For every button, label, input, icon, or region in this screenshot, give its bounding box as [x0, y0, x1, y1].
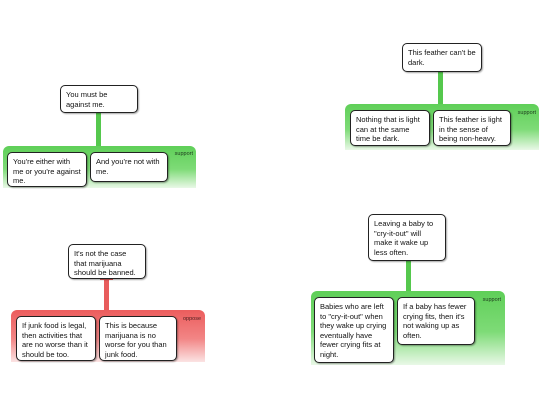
premise-box[interactable]: You're either with me or you're against …: [7, 152, 87, 187]
premise-box[interactable]: This feather is light in the sense of be…: [433, 110, 511, 146]
relation-label: support: [482, 297, 501, 303]
premise-box[interactable]: Nothing that is light can at the same ti…: [350, 110, 430, 146]
claim-box[interactable]: You must be against me.: [60, 85, 138, 113]
premise-text: This is because marijuana is no worse fo…: [105, 321, 167, 359]
claim-text: It's not the case that marijuana should …: [74, 249, 136, 278]
oppose-connector-cap: [100, 278, 113, 280]
premise-text: If junk food is legal, then activities t…: [22, 321, 88, 359]
premise-box[interactable]: Babies who are left to "cry-it-out" when…: [314, 297, 394, 363]
premise-box[interactable]: If junk food is legal, then activities t…: [16, 316, 96, 361]
support-connector: [96, 112, 101, 148]
claim-box[interactable]: Leaving a baby to "cry-it-out" will make…: [368, 214, 446, 261]
premise-box[interactable]: If a baby has fewer crying fits, then it…: [397, 297, 475, 345]
relation-label: support: [174, 151, 193, 157]
premise-box[interactable]: And you're not with me.: [90, 152, 168, 182]
claim-box[interactable]: This feather can't be dark.: [402, 43, 482, 72]
premise-text: Babies who are left to "cry-it-out" when…: [320, 302, 387, 359]
premise-box[interactable]: This is because marijuana is no worse fo…: [99, 316, 177, 361]
relation-label: oppose: [182, 316, 201, 322]
premise-text: Nothing that is light can at the same ti…: [356, 115, 420, 144]
premise-text: And you're not with me.: [96, 157, 160, 176]
premise-text: This feather is light in the sense of be…: [439, 115, 502, 144]
support-connector: [406, 260, 411, 294]
premise-text: If a baby has fewer crying fits, then it…: [403, 302, 467, 340]
claim-text: Leaving a baby to "cry-it-out" will make…: [374, 219, 434, 257]
relation-label: support: [517, 110, 536, 116]
claim-box[interactable]: It's not the case that marijuana should …: [68, 244, 146, 279]
claim-text: This feather can't be dark.: [408, 48, 476, 67]
claim-text: You must be against me.: [66, 90, 108, 109]
oppose-connector: [104, 278, 109, 312]
support-connector: [438, 71, 443, 107]
premise-text: You're either with me or you're against …: [13, 157, 81, 186]
